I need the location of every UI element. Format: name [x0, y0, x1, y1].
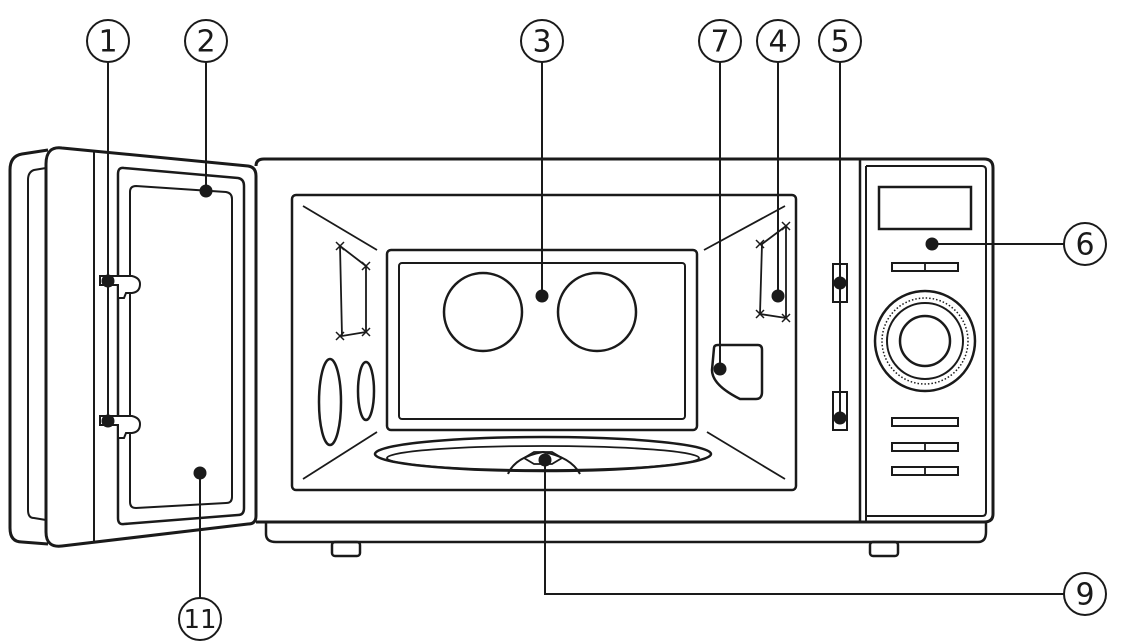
door-back-inner	[27, 167, 47, 521]
dot-3	[535, 289, 549, 303]
perspective-line-bl	[302, 431, 378, 480]
callout-label-6: 6	[1075, 228, 1094, 263]
foot-right	[868, 540, 900, 558]
callout-circle-2	[184, 19, 228, 63]
callout-circle-7	[698, 19, 742, 63]
left-wall-fixture	[339, 244, 367, 338]
door-window-inner	[129, 184, 233, 510]
foot-left	[330, 540, 362, 558]
turntable-tray	[373, 435, 713, 473]
side-vent-rear	[356, 360, 376, 422]
perspective-line-tr	[703, 205, 786, 251]
back-wall-element-left	[442, 271, 524, 353]
control-knob-ring	[881, 297, 969, 385]
callout-circle-11	[178, 597, 222, 641]
dot-4	[771, 289, 785, 303]
side-vent-front	[317, 357, 343, 447]
callout-label-3: 3	[532, 25, 551, 60]
dot-6	[925, 237, 939, 251]
dot-1-lower	[101, 414, 115, 428]
callout-label-1: 1	[98, 25, 117, 60]
microwave-body	[254, 157, 995, 558]
turntable-tray-rim	[386, 445, 700, 471]
callout-label-7: 7	[710, 25, 729, 60]
waveguide-cover	[710, 343, 764, 401]
back-wall-element-right	[556, 271, 638, 353]
perspective-line-tl	[302, 205, 378, 251]
display-window	[877, 185, 973, 231]
body-base	[264, 522, 988, 544]
dot-5-upper	[833, 276, 847, 290]
callout-label-2: 2	[196, 25, 215, 60]
dot-2	[199, 184, 213, 198]
callout-label-11: 11	[183, 605, 216, 635]
leader-lines	[107, 62, 1064, 598]
dot-5-lower	[833, 411, 847, 425]
control-knob-center	[898, 314, 952, 368]
control-knob-outer	[873, 289, 977, 393]
callout-label-4: 4	[768, 25, 787, 60]
callout-circle-1	[86, 19, 130, 63]
callout-circle-9	[1063, 572, 1107, 616]
leader-dots	[101, 184, 939, 480]
button-bar-3	[891, 466, 959, 476]
callout-labels: 1 2 3 7 4 5 6 9 11	[98, 25, 1094, 636]
button-bar-2	[891, 442, 959, 452]
control-knob-ring-2	[886, 302, 964, 380]
control-panel-bezel	[866, 165, 987, 517]
control-panel	[858, 159, 987, 522]
callout-circle-5	[818, 19, 862, 63]
callout-label-5: 5	[830, 25, 849, 60]
callout-circle-4	[756, 19, 800, 63]
dot-1-upper	[101, 274, 115, 288]
dot-7	[713, 362, 727, 376]
button-bar-top	[891, 262, 959, 272]
perspective-line-br	[706, 431, 786, 480]
button-bar-1	[891, 417, 959, 427]
body-outline	[254, 157, 995, 524]
callout-circle-6	[1063, 222, 1107, 266]
callout-circle-3	[520, 19, 564, 63]
microwave-door	[8, 146, 258, 548]
leader-9	[544, 460, 1064, 595]
dot-11	[193, 466, 207, 480]
dot-9	[538, 453, 552, 467]
left-wall-fixture-clips	[335, 241, 371, 341]
turntable-shaft	[522, 451, 564, 465]
right-wall-fixture	[759, 224, 787, 320]
callout-circles	[86, 19, 1107, 641]
right-wall-fixture-clips	[755, 221, 791, 323]
callout-label-9: 9	[1075, 578, 1094, 613]
